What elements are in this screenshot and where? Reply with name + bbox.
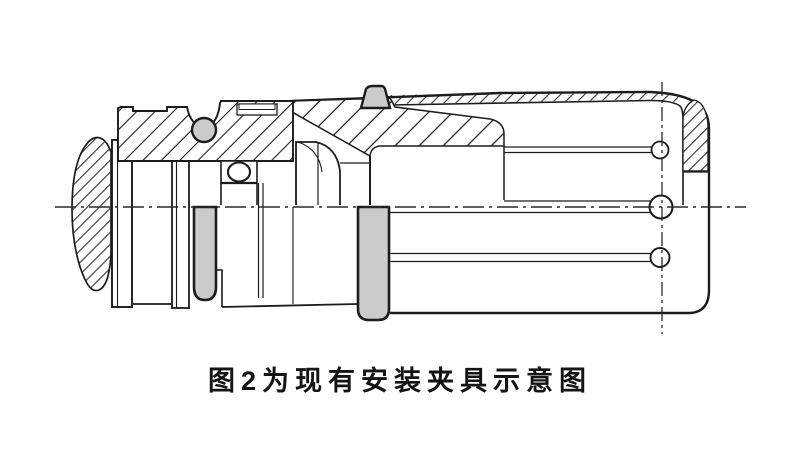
slot-middle bbox=[389, 194, 674, 220]
end-wall-section bbox=[682, 99, 709, 173]
flange-plate bbox=[111, 139, 133, 308]
collet-slots bbox=[389, 140, 674, 268]
lock-nut bbox=[295, 141, 369, 205]
body-lower-contour bbox=[133, 183, 358, 308]
locating-key bbox=[359, 84, 392, 110]
top-groove bbox=[236, 103, 278, 116]
relief-hole bbox=[650, 140, 670, 160]
relief-hole bbox=[649, 247, 671, 268]
inner-taper-section bbox=[291, 97, 505, 158]
slot-bottom bbox=[389, 247, 671, 268]
collet-body bbox=[291, 90, 711, 315]
shaft-end-section bbox=[71, 136, 112, 292]
sleeve-wall-hatch bbox=[390, 91, 680, 104]
spacer-plate bbox=[171, 160, 190, 309]
slot-top bbox=[504, 140, 670, 160]
o-ring-seal bbox=[192, 205, 218, 302]
bearing-ball bbox=[226, 161, 252, 183]
centerlines bbox=[55, 82, 746, 334]
bearing bbox=[220, 160, 258, 205]
figure-caption: 图2为现有安装夹具示意图 bbox=[207, 366, 592, 396]
clamp-collar bbox=[356, 205, 391, 322]
ball-detent bbox=[190, 116, 218, 144]
